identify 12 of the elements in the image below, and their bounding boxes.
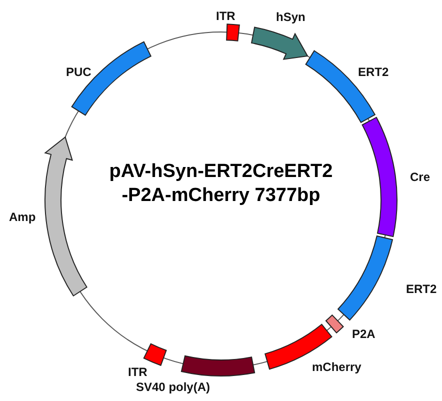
plasmid-title: pAV-hSyn-ERT2CreERT2 -P2A-mCherry 7377bp xyxy=(108,160,334,208)
feature-label: PUC xyxy=(66,65,92,79)
feature-label: ERT2 xyxy=(358,65,389,79)
feature-label: mCherry xyxy=(312,360,362,374)
feature-label: ITR xyxy=(128,365,148,379)
feature-label: Amp xyxy=(9,210,36,224)
feature-label: ITR xyxy=(216,9,236,23)
feature-label: hSyn xyxy=(276,10,306,24)
feature-label: SV40 poly(A) xyxy=(136,380,210,394)
feature-label: Cre xyxy=(410,170,430,184)
feature-label: P2A xyxy=(352,327,376,341)
feature-label: ERT2 xyxy=(406,282,437,296)
